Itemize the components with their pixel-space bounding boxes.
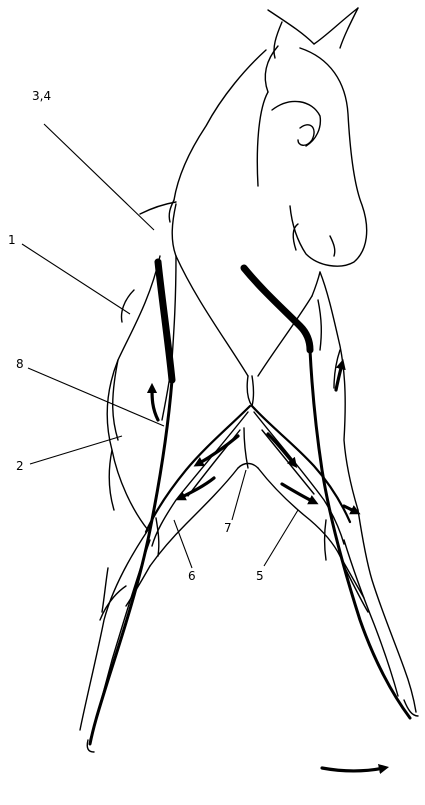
labels: 3,4 1 8 2 7 6 5 bbox=[8, 89, 264, 583]
label-8: 8 bbox=[16, 357, 24, 371]
label-7: 7 bbox=[224, 521, 232, 535]
leader-2 bbox=[30, 436, 122, 464]
label-1: 1 bbox=[8, 233, 16, 247]
flow-arrows bbox=[152, 364, 384, 771]
leader-1 bbox=[22, 244, 130, 314]
label-3-4: 3,4 bbox=[32, 89, 51, 103]
horse-head-outline bbox=[257, 8, 366, 266]
leader-8 bbox=[28, 368, 164, 426]
leader-7 bbox=[232, 470, 246, 520]
leader-5 bbox=[264, 510, 298, 566]
leader-lines bbox=[22, 124, 298, 568]
main-vessels bbox=[90, 262, 410, 744]
right-hindlimb bbox=[318, 272, 418, 716]
label-5: 5 bbox=[256, 569, 264, 583]
label-2: 2 bbox=[16, 459, 24, 473]
leader-3-4 bbox=[44, 124, 154, 230]
label-6: 6 bbox=[188, 569, 196, 583]
